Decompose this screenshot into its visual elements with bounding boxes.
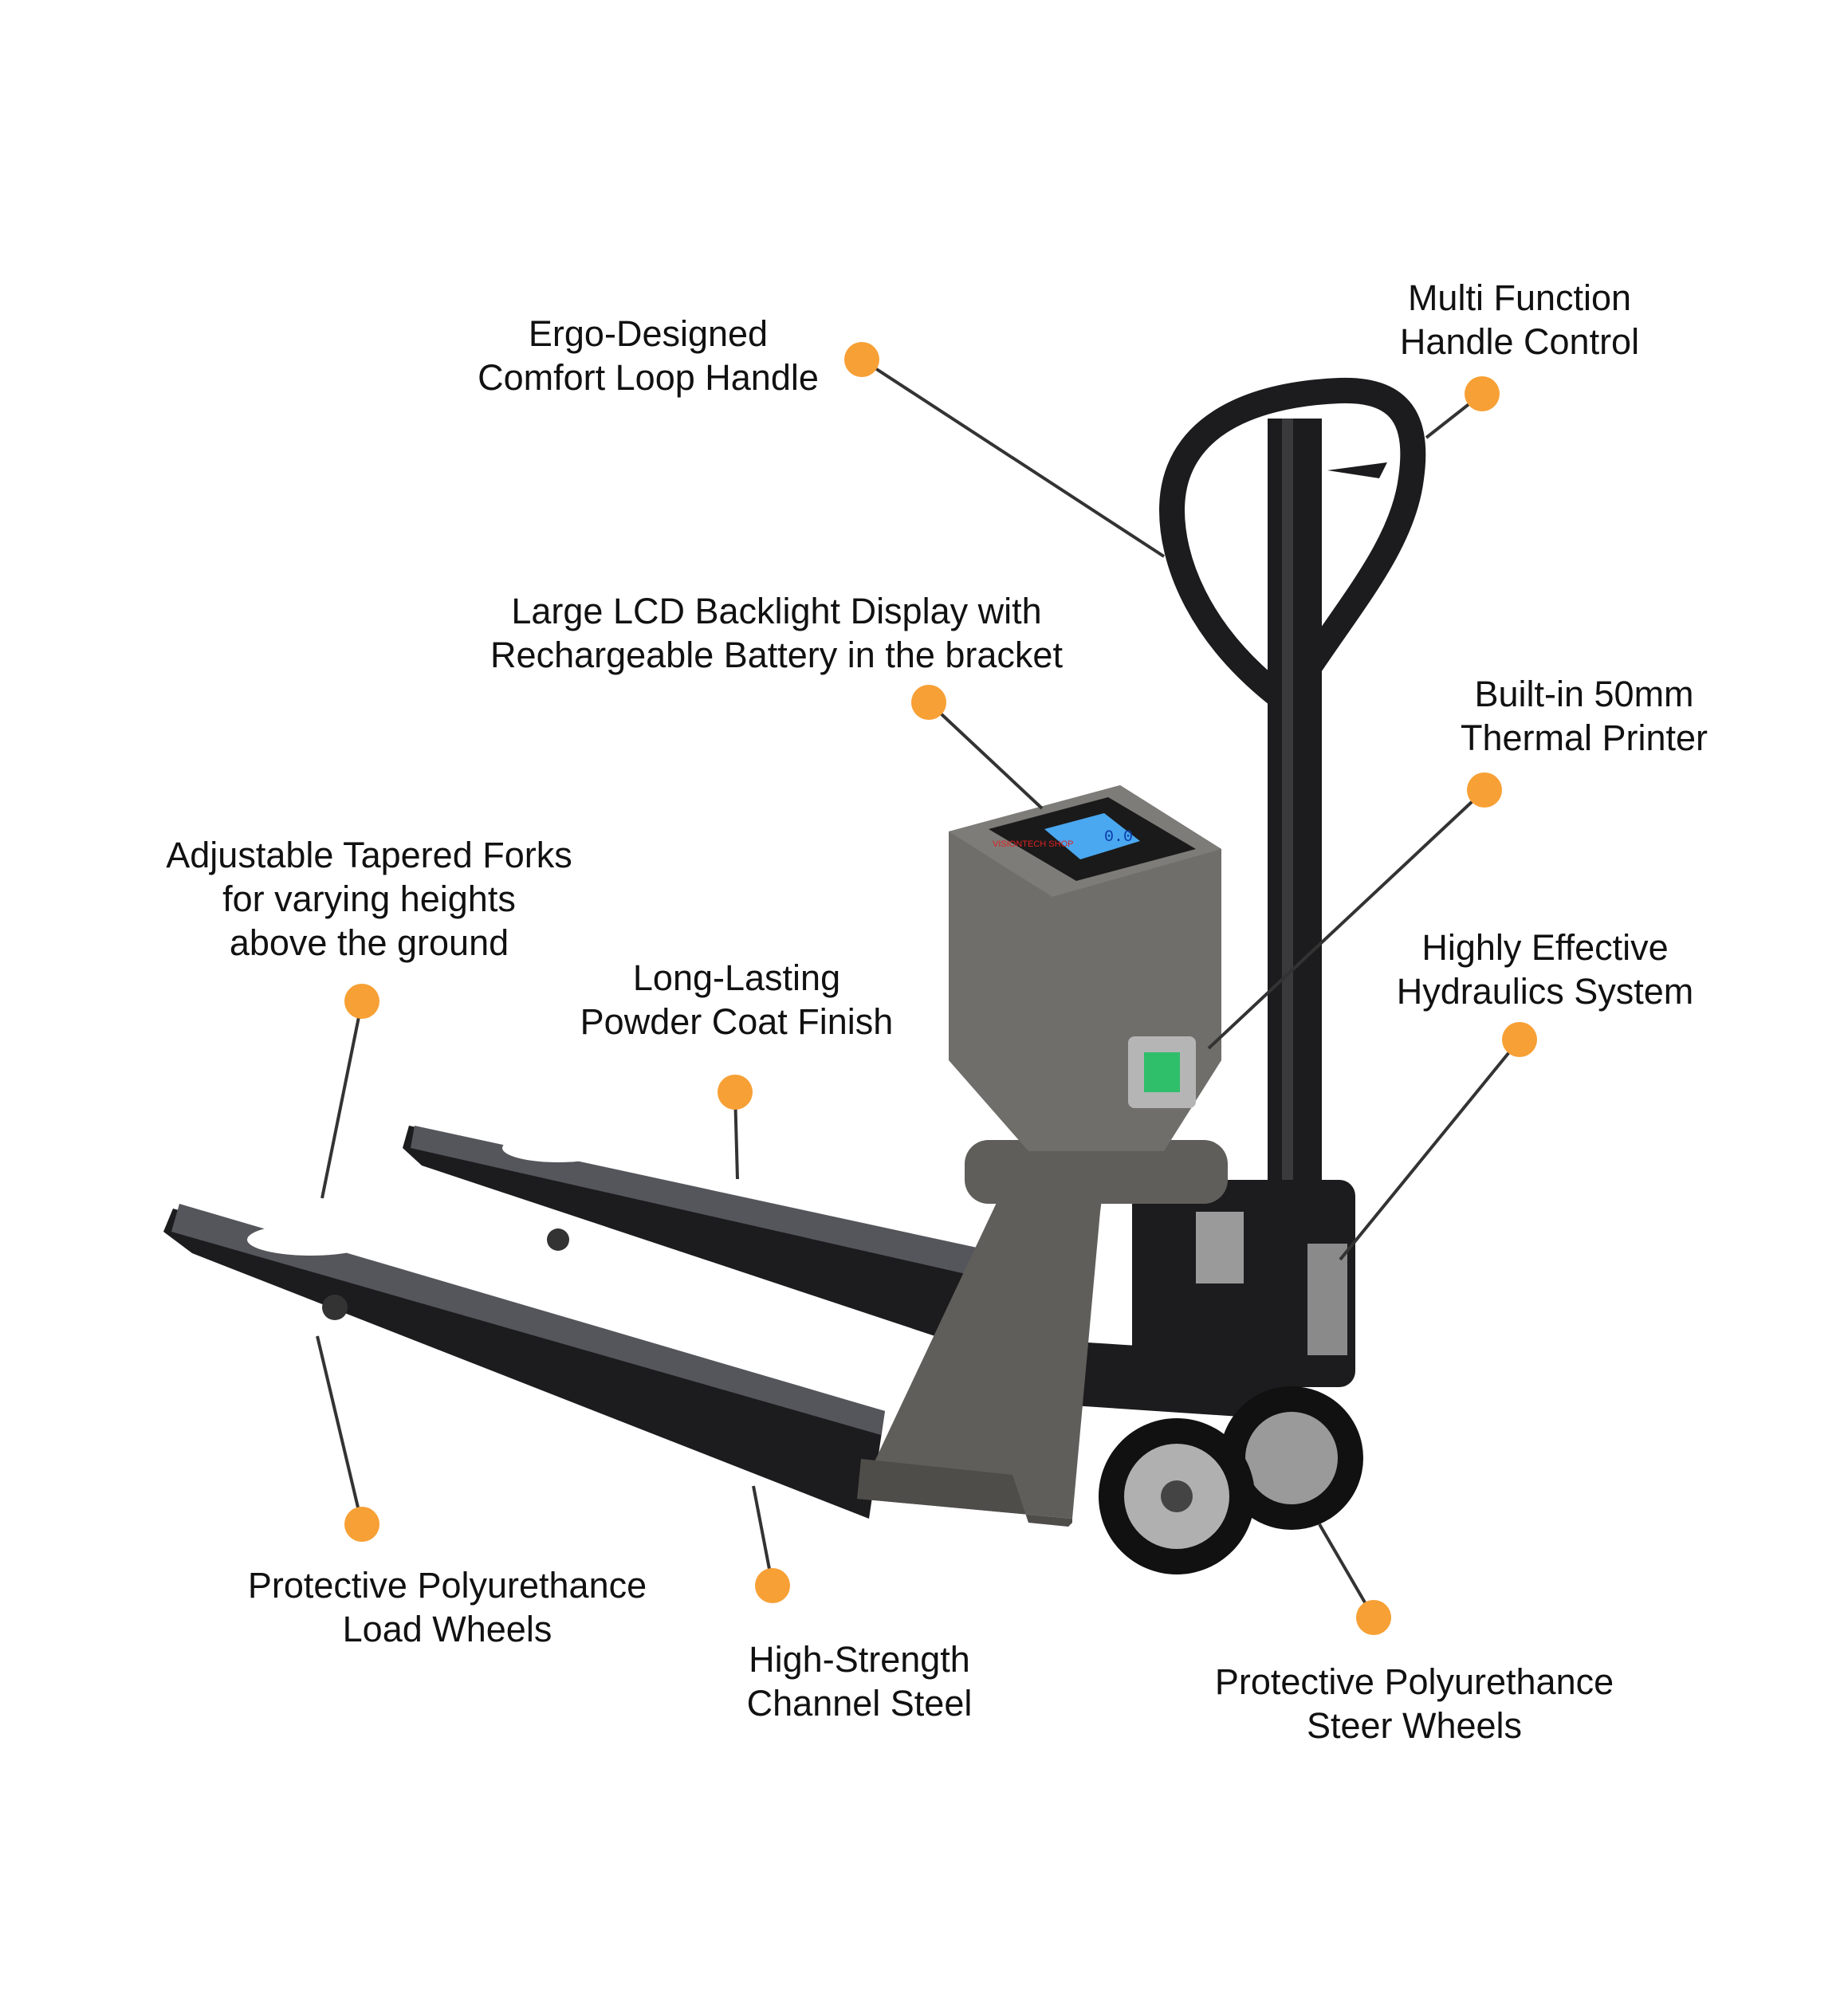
brand-logo: VISIONTECH SHOP <box>993 839 1073 849</box>
leader-lines <box>316 358 1521 1619</box>
fork-cutout <box>247 1224 375 1256</box>
callout-dot-steel <box>755 1568 790 1603</box>
handle-column <box>1268 419 1322 1216</box>
callout-dot-printer <box>1467 772 1502 808</box>
handle-control-lever <box>1327 462 1387 478</box>
scale-indicator-box: 0.0 VISIONTECH SHOP <box>949 785 1221 1151</box>
fork-cutout <box>502 1134 614 1162</box>
callout-dot-load-wheels <box>344 1507 379 1542</box>
loop-handle <box>1158 377 1426 706</box>
callout-dot-steer-wheels <box>1356 1600 1391 1635</box>
load-wheel <box>322 1295 348 1320</box>
callout-dot-lcd <box>911 685 946 720</box>
back-fork <box>403 1126 977 1347</box>
callout-dot-control <box>1465 376 1500 411</box>
callout-dot-forks <box>344 984 379 1019</box>
callout-dot-handle <box>844 342 879 377</box>
callout-dot-finish <box>718 1075 753 1110</box>
callout-dot-hydraulics <box>1502 1022 1537 1057</box>
steer-wheels <box>1099 1386 1363 1574</box>
front-fork <box>163 1204 885 1519</box>
load-wheel <box>547 1228 569 1251</box>
lcd-reading: 0.0 <box>1104 828 1133 847</box>
lcd-screen <box>1044 813 1140 859</box>
hydraulic-unit <box>1036 1180 1355 1419</box>
channel-steel-frame <box>857 1152 1108 1519</box>
